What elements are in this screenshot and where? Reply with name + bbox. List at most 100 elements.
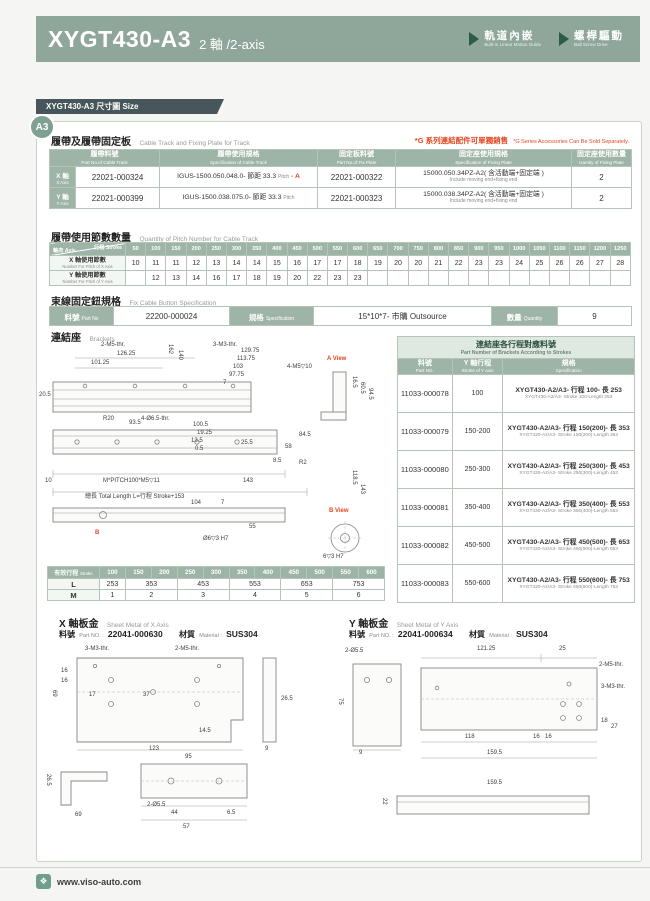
x-sheet-partline: 料號 Part NO. : 22041-000630 材質 Material :…: [59, 629, 272, 640]
bracket-spec-en: XYGT430-A2/A3- Stroke 100-Length 253: [524, 394, 613, 400]
dimension-label: 18: [601, 718, 608, 724]
bracket-spec-zh: XYGT430-A2/A3- 行程 450(500)- 長 653: [507, 538, 630, 546]
pitch-count-cell: 13: [165, 270, 187, 286]
dimension-label: 84.5: [299, 432, 311, 438]
dimension-label: 60.5: [359, 382, 365, 394]
axis-stroke-corner-cell: 行程 Stroke 軸向 Axis: [49, 242, 126, 256]
dimension-label: 140: [177, 350, 183, 361]
dimension-label: 44: [171, 810, 178, 816]
stroke-column-header: 400: [266, 242, 288, 256]
material-label-en: Material :: [199, 633, 222, 639]
header-zh: 履帶使用規格: [217, 151, 260, 159]
stroke-column-header: 800: [427, 242, 450, 256]
lm-stroke-header: 350: [228, 566, 256, 579]
part-label-en: Part NO. :: [369, 633, 394, 639]
stroke-column-header: 50: [124, 242, 147, 256]
dimension-label: 19.25: [197, 430, 213, 436]
bracket-spec-en: XYGT430-A2/A3- Stroke 550(600)-Length 75…: [519, 584, 618, 590]
dimension-label: 143: [359, 484, 365, 495]
bracket-spec-en: XYGT430-A2/A3- Stroke 150(200)-Length 35…: [519, 432, 618, 438]
bracket-stroke-range: 350-400: [451, 488, 504, 527]
spec-en-inline: Pitch: [283, 194, 295, 201]
stroke-column-header: 750: [407, 242, 429, 256]
a-view-marker: - A: [291, 172, 300, 180]
dimension-label: 16: [61, 678, 68, 684]
bracket-spec-zh: XYGT430-A2/A3- 行程 100- 長 253: [515, 386, 622, 394]
dimension-label: 10: [45, 478, 52, 484]
pitch-count-cell: 14: [225, 255, 248, 271]
header-en: Specification of Cable Track: [210, 159, 267, 165]
header-en: Uantity of Fixing Plate: [579, 159, 624, 165]
dimension-label: B: [95, 530, 100, 536]
lm-stroke-header: 150: [124, 566, 152, 579]
pitch-count-cell: 17: [326, 255, 349, 271]
part-no-value: 22041-000634: [397, 629, 453, 639]
spec-text: IGUS-1500.050.048.0- 節距 33.3: [177, 172, 277, 180]
title-zh: 連結座各行程對應料號: [476, 340, 556, 349]
pitch-count-cell: 26: [548, 255, 571, 271]
material-label-en: Material :: [489, 633, 512, 639]
section-title-en: Cable Track and Fixing Plate for Track: [139, 140, 250, 147]
stroke-column-header: 500: [306, 242, 328, 256]
bracket-spec-zh: XYGT430-A2/A3- 行程 150(200)- 長 353: [507, 424, 630, 432]
footer-url[interactable]: www.viso-auto.com: [57, 877, 142, 887]
dimension-label: R2: [299, 460, 307, 466]
header-en: Specification: [265, 316, 295, 322]
bracket-stroke-range: 450-500: [451, 526, 504, 565]
feature-badge-ball-screw: 螺桿驅動 Ball Screw Drive: [559, 30, 624, 47]
pitch-count-cell: [488, 270, 510, 286]
stroke-column-header: 1150: [569, 242, 591, 256]
dimension-label: 123: [149, 746, 160, 752]
dimension-label: 2-M5-thr.: [599, 662, 624, 668]
lm-length-value: 553: [228, 578, 282, 590]
content-card: 履帶及履帶固定板 Cable Track and Fixing Plate fo…: [36, 121, 642, 862]
axis-zh: X 軸: [56, 172, 69, 180]
lm-length-value: 653: [280, 578, 334, 590]
dimension-label: 118.5: [351, 470, 357, 485]
dimension-label: 162: [167, 344, 173, 355]
section-title-zh: 連結座: [51, 333, 81, 344]
badge-label-zh: 螺桿驅動: [574, 30, 624, 43]
y-sheet-svg: [352, 654, 598, 815]
stroke-column-header: 650: [367, 242, 389, 256]
plate-spec-cell: 15000.050.34PZ-A2( 含活動端+固定端 )Include mov…: [395, 166, 572, 188]
pitch-count-cell: [387, 270, 409, 286]
dimension-label: 58: [285, 444, 292, 450]
lm-length-value: 353: [124, 578, 178, 590]
lm-m-label: M: [47, 589, 100, 601]
dimension-label: 103: [233, 364, 244, 370]
viso-logo-icon: ❖: [36, 874, 51, 889]
bracket-part-no: 11033-000079: [397, 412, 453, 451]
row-label-zh: Y 軸使用節數: [69, 272, 106, 280]
dimension-label: 14.5: [199, 728, 211, 734]
lm-stroke-header: 500: [306, 566, 334, 579]
dimension-label: 16: [61, 668, 68, 674]
stroke-column-header: 1100: [548, 242, 571, 256]
header-en: Part NO.: [415, 368, 434, 374]
dimension-label: 0.5: [195, 446, 204, 452]
lm-m-value: 6: [332, 589, 385, 601]
pitch-count-cell: 18: [246, 270, 268, 286]
stroke-column-header: 350: [246, 242, 268, 256]
x-sheet-svg: [60, 657, 277, 821]
dimension-label: 8.5: [273, 458, 282, 464]
pitch-count-cell: 22: [306, 270, 328, 286]
bracket-part-no: 11033-000080: [397, 450, 453, 489]
pitch-count-cell: 23: [326, 270, 349, 286]
header-zh: 規格: [248, 313, 264, 322]
header-en: Part No.of Fix Plate: [336, 159, 377, 165]
pitch-count-cell: 23: [347, 270, 369, 286]
